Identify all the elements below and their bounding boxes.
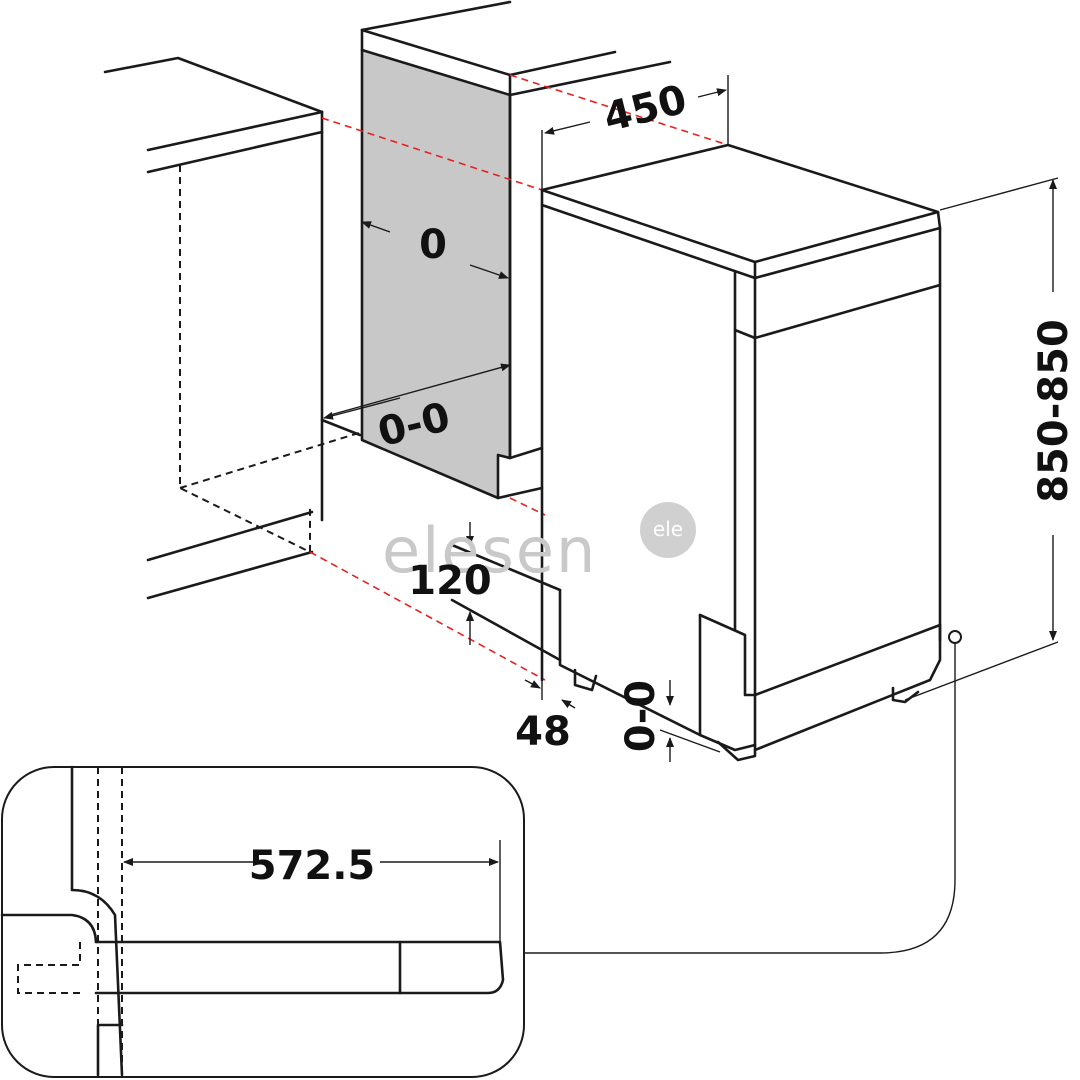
- alignment-guides: [309, 74, 729, 681]
- height-range-label: 850-850: [1031, 319, 1077, 503]
- detail-inset: [0, 765, 525, 1078]
- width-label: 450: [599, 77, 691, 142]
- watermark-logo-text: ele: [653, 517, 683, 541]
- watermark-logo-icon: [640, 502, 696, 558]
- door-depth-label: 572.5: [249, 843, 376, 889]
- side-panel: [360, 0, 672, 500]
- foot-adjust-label: 0-0: [618, 680, 664, 752]
- dishwasher: [450, 143, 962, 762]
- side-gap-label: 0: [419, 222, 447, 268]
- dimension-lines: [323, 75, 1059, 762]
- detail-connector: [525, 643, 956, 954]
- plinth-depth-label: 48: [515, 709, 571, 755]
- watermark-text: elesen: [382, 514, 597, 587]
- watermark: elesen ele: [382, 502, 696, 587]
- left-cabinet: [103, 56, 363, 600]
- plinth-height-label: 120: [408, 558, 492, 604]
